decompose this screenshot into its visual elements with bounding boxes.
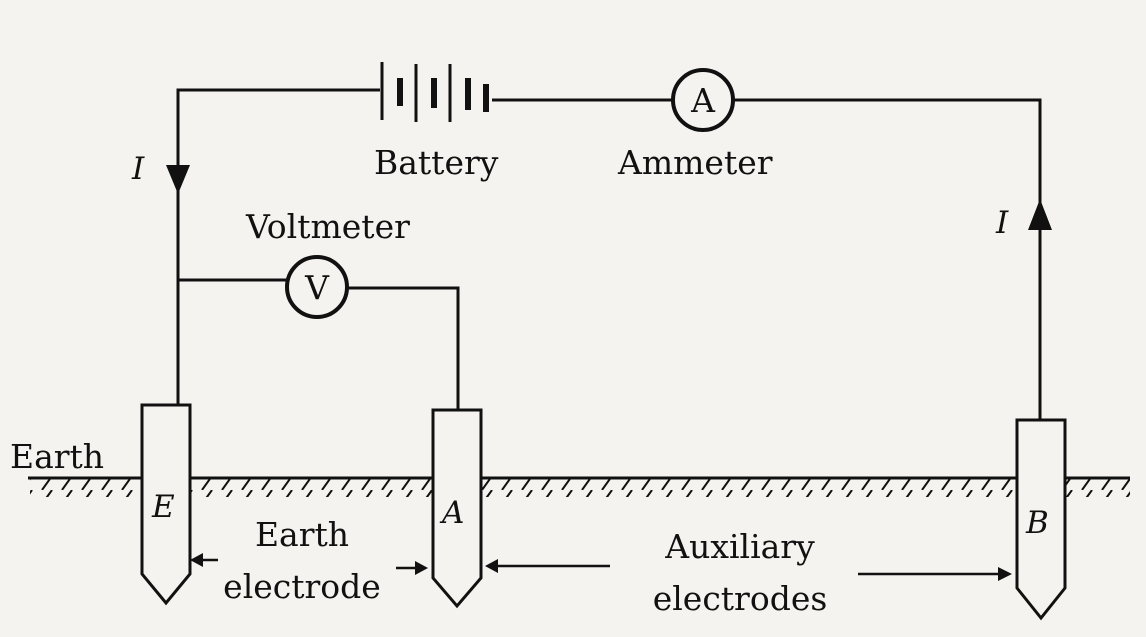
- electrode-a-label: A: [442, 495, 465, 531]
- electrode-e-label: E: [152, 489, 175, 525]
- earth-electrode-label-line1: Earth: [254, 515, 350, 554]
- earth-electrode-label-line2: electrode: [223, 567, 381, 606]
- auxiliary-electrodes-label-line1: Auxiliary: [665, 527, 815, 566]
- ammeter-symbol: A: [691, 81, 715, 120]
- auxiliary-electrodes-label-line2: electrodes: [652, 579, 828, 618]
- voltmeter-symbol: V: [305, 268, 329, 307]
- current-label-right: I: [996, 205, 1009, 241]
- earth-label: Earth: [10, 437, 105, 476]
- electrode-b-label: B: [1026, 505, 1049, 541]
- label-pointers: [190, 553, 1012, 581]
- ammeter-circle: [671, 68, 735, 132]
- ammeter-label: Ammeter: [618, 143, 773, 182]
- arrow-down-icon: [166, 165, 190, 194]
- current-label-left: I: [132, 151, 145, 187]
- earth-ground-surface: [28, 476, 1130, 497]
- voltmeter-circle: [285, 255, 349, 319]
- battery-label: Battery: [374, 143, 499, 182]
- circuit-wires: [176, 88, 1042, 420]
- electrode-a-shape: [431, 408, 483, 609]
- electrode-b-shape: [1015, 418, 1067, 621]
- electrode-e-shape: [140, 403, 192, 606]
- battery-icon: [380, 62, 489, 122]
- voltmeter-label: Voltmeter: [246, 207, 410, 246]
- arrow-up-icon: [1028, 199, 1052, 230]
